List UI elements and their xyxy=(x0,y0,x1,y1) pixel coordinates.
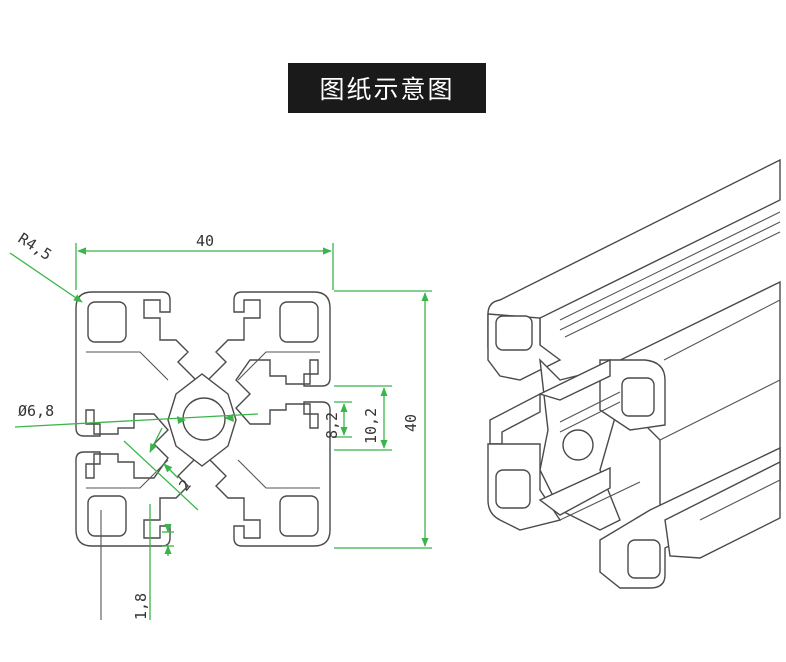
dimension-slot-width: 8,2 10,2 xyxy=(323,385,392,451)
height-label: 40 xyxy=(402,414,420,432)
dimension-corner-radius: R4,5 xyxy=(9,229,83,303)
slot-outer-label: 10,2 xyxy=(362,408,380,444)
profile-cross-section xyxy=(75,291,331,547)
dimension-wall-thickness: 1,8 xyxy=(100,504,174,620)
center-hole-label: Ø6,8 xyxy=(18,402,54,420)
slot-width-label: 8,2 xyxy=(323,412,341,439)
dimension-center-hole: Ø6,8 xyxy=(14,402,259,428)
drawing-title: 图纸示意图 xyxy=(288,63,486,113)
dimension-height: 40 xyxy=(334,290,432,549)
isometric-profile-view xyxy=(487,158,781,589)
corner-radius-label: R4,5 xyxy=(15,229,55,264)
width-label: 40 xyxy=(196,232,214,250)
dimension-width: 40 xyxy=(75,232,334,290)
wall-thickness-label: 1,8 xyxy=(132,593,150,620)
